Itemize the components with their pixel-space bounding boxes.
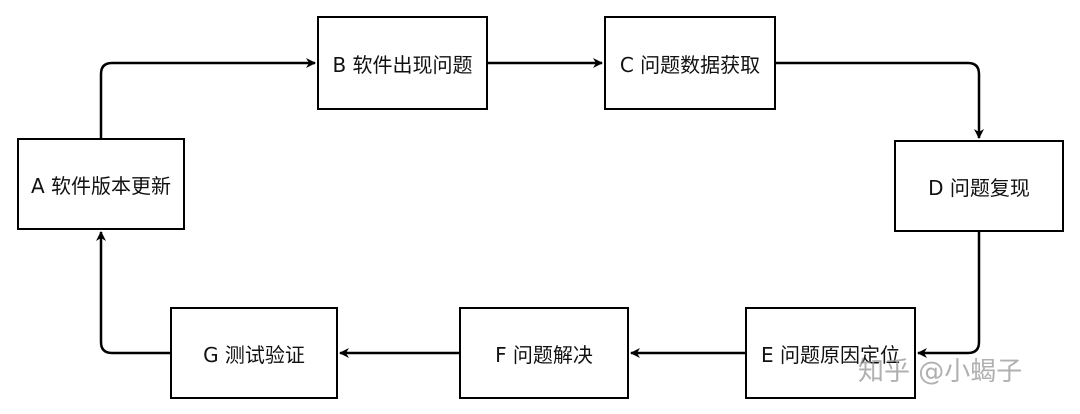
node-d-issue-reproduction: D 问题复现: [894, 140, 1064, 232]
node-e-label: E 问题原因定位: [761, 342, 900, 367]
node-c-label: C 问题数据获取: [619, 52, 761, 77]
node-b-software-issue-occurs: B 软件出现问题: [317, 16, 488, 110]
node-c-issue-data-collection: C 问题数据获取: [604, 16, 776, 110]
watermark: 知乎 @小蝎子: [858, 357, 1023, 387]
node-f-label: F 问题解决: [495, 342, 593, 367]
edge-g-to-a: [96, 231, 170, 355]
node-g-test-verification: G 测试验证: [170, 307, 338, 399]
node-d-label: D 问题复现: [928, 175, 1030, 200]
node-a-software-version-update: A 软件版本更新: [17, 138, 185, 230]
node-e-root-cause-location: E 问题原因定位: [745, 307, 916, 399]
node-f-issue-resolution: F 问题解决: [459, 307, 629, 399]
edge-a-to-b: [99, 58, 316, 138]
edge-d-to-e: [917, 232, 981, 358]
node-a-label: A 软件版本更新: [30, 173, 172, 198]
edge-c-to-d: [776, 61, 984, 139]
node-g-label: G 测试验证: [203, 342, 305, 367]
node-b-label: B 软件出现问题: [332, 52, 473, 77]
